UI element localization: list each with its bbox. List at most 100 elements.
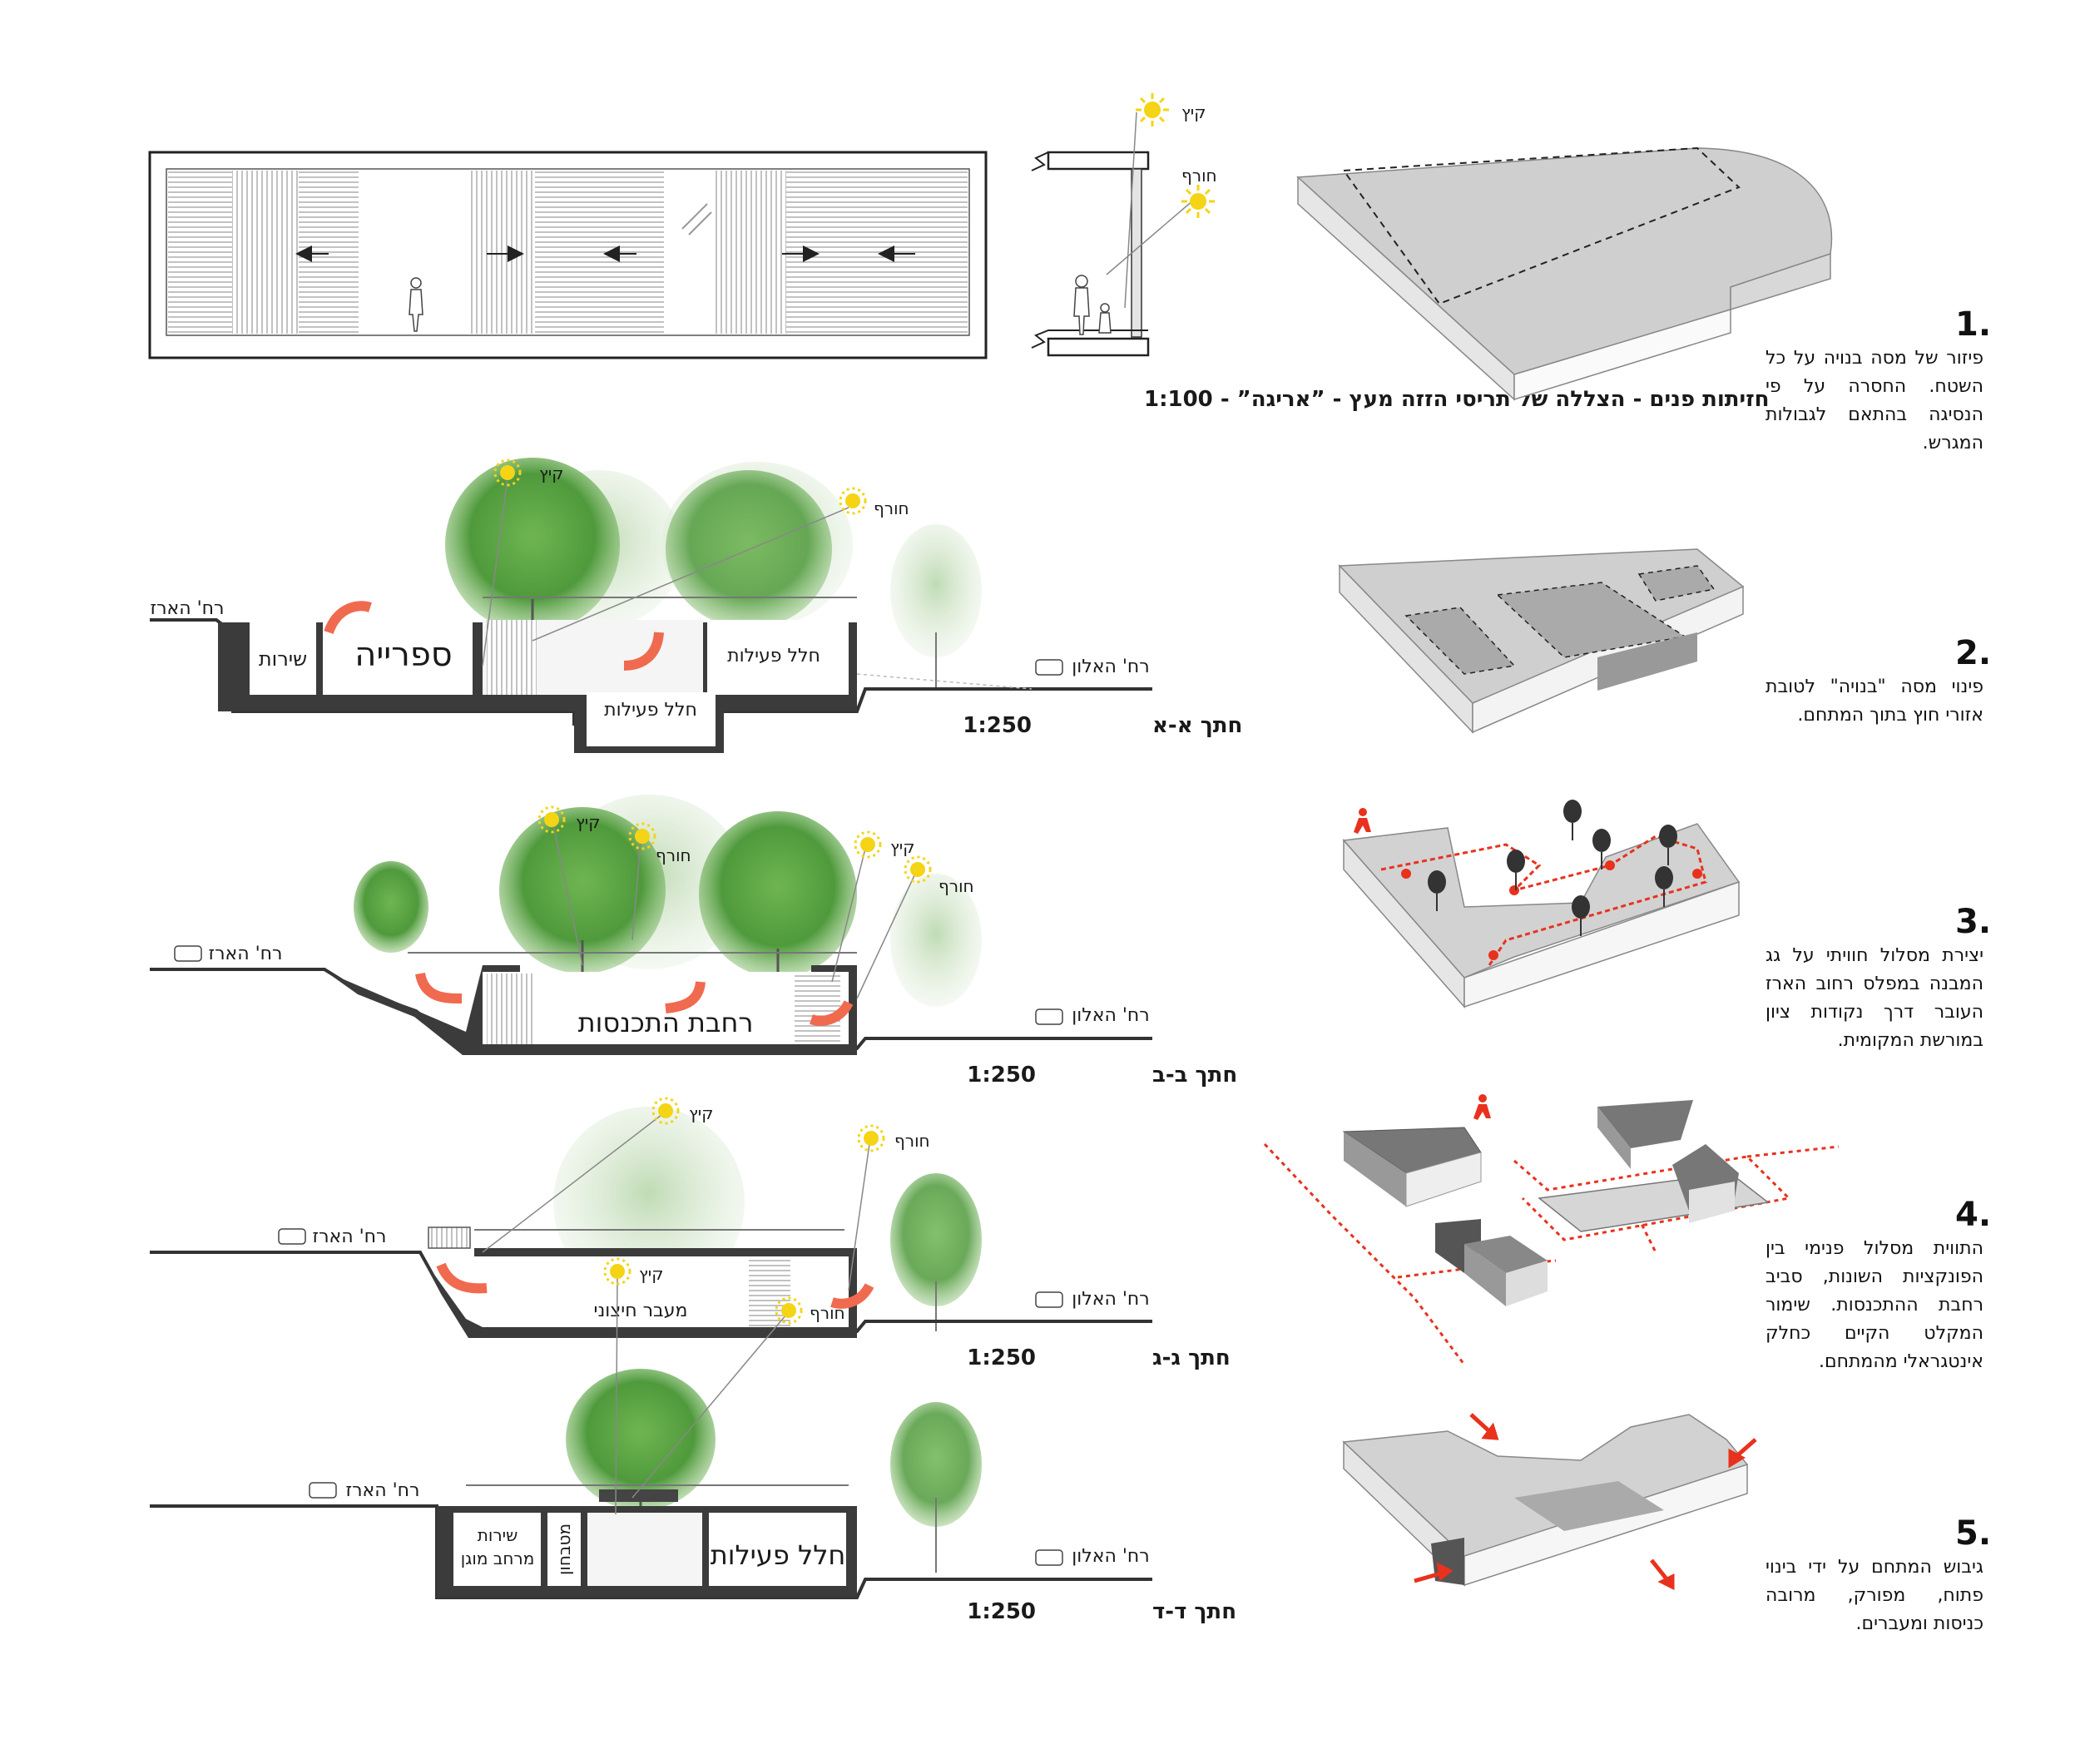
- street-label: רח' הארז: [313, 1226, 387, 1247]
- tree-icon: [890, 524, 982, 657]
- airflow-arrow-icon: [830, 1282, 874, 1309]
- street-label: רח' הארז: [151, 598, 225, 619]
- room-label: מעבר חיצוני: [594, 1301, 688, 1321]
- person-icon: [1075, 275, 1088, 288]
- street-label: רח' הארז: [346, 1480, 420, 1501]
- walking-person-icon: [1473, 1094, 1491, 1120]
- sun-winter-label: חורף: [938, 876, 974, 896]
- sun-icon: [651, 1097, 680, 1125]
- room-label: מטבחון: [554, 1524, 574, 1575]
- step-caption: יצירת מסלול חוויתי על גג המבנה במפלס רחו…: [1766, 945, 1983, 1051]
- street-label: רח' הארז: [209, 944, 283, 964]
- room-activity: [709, 1513, 846, 1586]
- section-a-a: קיץ חורף שירות ספרייה חלל פעילות חלל פעי…: [150, 458, 1242, 753]
- section-title: חתך ב-ב: [1152, 1063, 1237, 1088]
- room-label: ספרייה: [354, 636, 453, 674]
- sun-icon: [775, 1296, 803, 1325]
- car-icon: [1035, 1008, 1063, 1025]
- shutter-panel: [716, 171, 786, 334]
- tree-icon: [445, 458, 620, 632]
- section-title: חתך ג-ג: [1152, 1345, 1231, 1370]
- tree-icon: [890, 1173, 982, 1306]
- sun-icon: [628, 822, 656, 850]
- sun-winter-label: חורף: [874, 498, 909, 518]
- sun-winter-label: חורף: [656, 845, 691, 865]
- tree-icon: [890, 874, 982, 1007]
- sun-icon: [1181, 185, 1215, 218]
- tree-icon: [499, 807, 666, 974]
- tree-icon: [566, 1369, 716, 1510]
- car-icon: [1035, 1291, 1063, 1308]
- shutter-panel: [299, 171, 359, 334]
- section-scale: 1:250: [967, 1063, 1036, 1088]
- sun-summer-label: קיץ: [639, 1264, 663, 1284]
- room-library: [323, 620, 473, 695]
- massing-step-1: [1296, 146, 1833, 401]
- section-d-d: קיץ חורף שירות מרחב מוגן מטבחון חלל פעיל…: [150, 1257, 1236, 1624]
- massing-step-5: [1342, 1413, 1757, 1591]
- airflow-arrow-icon: [623, 632, 664, 671]
- elevation-title: חזיתות פנים - הצללה של תריסי הזזה מעץ - …: [1144, 387, 1769, 412]
- sun-summer-label: קיץ: [539, 463, 563, 483]
- step-number: 3.: [1955, 903, 1992, 941]
- courtyard: [587, 1513, 702, 1586]
- sun-icon: [603, 1257, 631, 1286]
- sun-summer-label: קיץ: [1181, 102, 1206, 122]
- room-label: חלל פעילות: [711, 1539, 846, 1571]
- entry-arrow-icon: [1650, 1558, 1670, 1583]
- room-label: שירות: [478, 1525, 518, 1545]
- airflow-arrow-icon: [810, 999, 854, 1026]
- room-kitchenette: [547, 1513, 581, 1586]
- airflow-arrow-icon: [324, 601, 372, 635]
- step-caption: פיזור של מסה בנויה על כל השטח. החסרה על …: [1766, 348, 1983, 453]
- tree-icon: [354, 861, 428, 953]
- shutter-panel: [168, 171, 232, 334]
- car-icon: [1035, 1549, 1063, 1566]
- room-label: מרחב מוגן: [461, 1548, 535, 1568]
- section-c-c: קיץ חורף מעבר חיצוני רח' הארז רח' האלון …: [150, 1097, 1231, 1370]
- sun-icon: [904, 855, 932, 884]
- room-service-shelter: [453, 1513, 541, 1586]
- step-caption: התווית מסלול פנימי בין הפונקציות השונות,…: [1766, 1238, 1983, 1372]
- room-label: שירות: [259, 647, 307, 671]
- airflow-arrow-icon: [436, 1262, 488, 1294]
- room-label: חלל פעילות: [604, 700, 697, 721]
- sun-summer-label: קיץ: [689, 1103, 713, 1123]
- entry-arrow-icon: [1469, 1413, 1491, 1433]
- tree-icon: [699, 811, 857, 978]
- massing-step-3: [1342, 800, 1741, 1008]
- massing-step-2: [1338, 548, 1745, 734]
- sun-summer-label: קיץ: [576, 812, 600, 832]
- section-title: חתך ד-ד: [1152, 1599, 1236, 1624]
- tree-icon: [890, 1402, 982, 1527]
- step-number: 4.: [1955, 1196, 1992, 1234]
- interior-elevation: קיץ חורף חזיתות פנים - הצללה של תריסי הז…: [148, 93, 1769, 412]
- step-number: 1.: [1955, 305, 1992, 344]
- car-icon: [1035, 659, 1063, 676]
- step-caption: גיבוש המתחם על ידי בינוי פתוח, מפורק, מר…: [1766, 1557, 1983, 1634]
- room-activity: [707, 620, 849, 695]
- room-activity-lower: [587, 692, 716, 746]
- elevation-frame: [148, 151, 988, 359]
- shutter-panel: [849, 171, 968, 334]
- sun-icon: [839, 487, 867, 515]
- street-label: רח' האלון: [1072, 1005, 1149, 1026]
- shutter-panel: [535, 171, 664, 334]
- shutter-panel: [786, 171, 849, 334]
- sun-icon: [854, 830, 882, 859]
- sun-winter-label: חורף: [894, 1131, 930, 1151]
- street-label: רח' האלון: [1072, 1289, 1149, 1310]
- section-title: חתך א-א: [1152, 713, 1242, 738]
- shutter-panel: [232, 171, 299, 334]
- step-number: 5.: [1955, 1514, 1992, 1553]
- section-scale: 1:250: [963, 713, 1032, 738]
- sun-winter-label: חורף: [1181, 166, 1217, 186]
- shutter-panel: [470, 171, 535, 334]
- sun-icon: [857, 1124, 885, 1152]
- sun-winter-label: חורף: [810, 1303, 845, 1323]
- car-icon: [309, 1482, 337, 1499]
- person-icon: [409, 277, 423, 332]
- sun-summer-label: קיץ: [890, 837, 914, 857]
- section-b-b: קיץ קיץ חורף חורף רחבת התכנסות רח' הארז …: [150, 795, 1237, 1088]
